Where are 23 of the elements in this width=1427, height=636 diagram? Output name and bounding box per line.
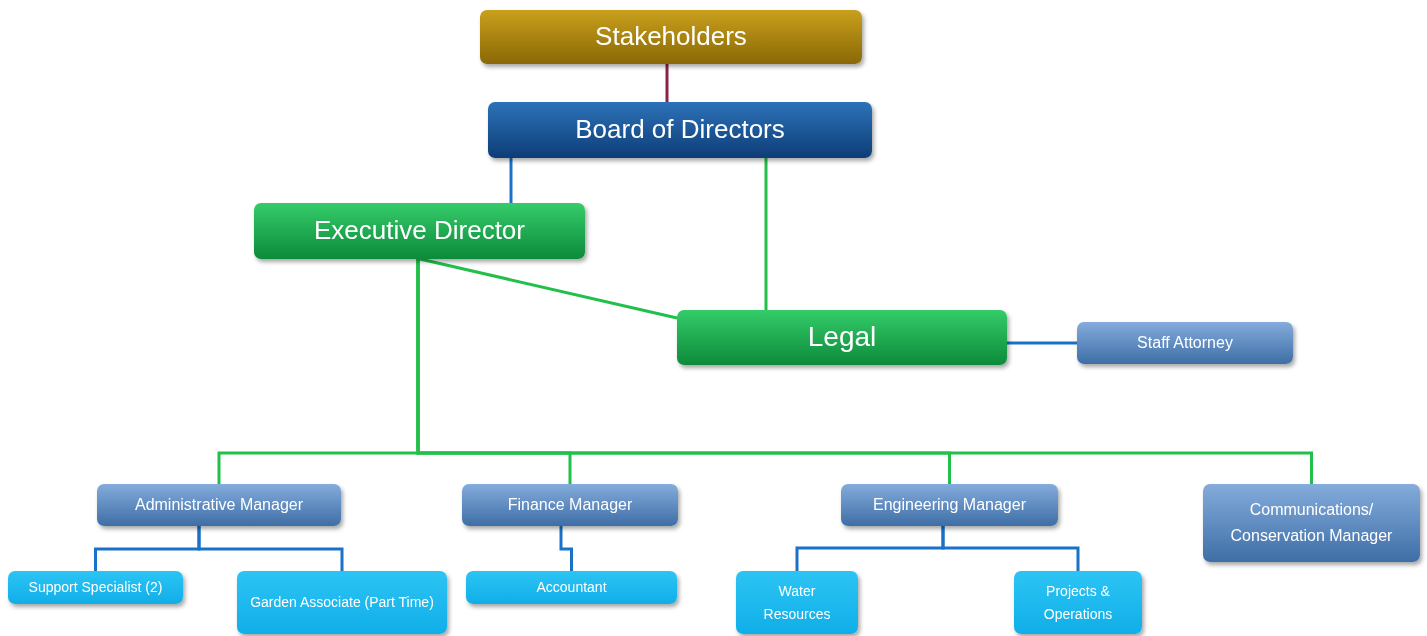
role-box: Garden Associate (Part Time) [237, 571, 447, 634]
role-box: Support Specialist (2) [8, 571, 183, 604]
connector-line [764, 158, 768, 310]
role-box: Water Resources [736, 571, 858, 634]
role-box: Projects & Operations [1014, 571, 1142, 634]
connector-line [509, 158, 513, 203]
connector-line [559, 526, 573, 571]
role-box: Administrative Manager [97, 484, 341, 526]
role-box: Legal [677, 310, 1007, 365]
role-box: Stakeholders [480, 10, 862, 64]
connector-line [1007, 341, 1077, 345]
connector-line [665, 64, 669, 102]
role-box: Engineering Manager [841, 484, 1058, 526]
role-box: Communications/ Conservation Manager [1203, 484, 1420, 562]
role-box: Accountant [466, 571, 677, 604]
connector-line [419, 257, 678, 320]
role-box: Finance Manager [462, 484, 678, 526]
role-box: Board of Directors [488, 102, 872, 158]
connector-line [197, 526, 344, 571]
connector-line [416, 259, 1313, 484]
connector-line [941, 526, 1080, 571]
role-box: Staff Attorney [1077, 322, 1293, 364]
role-box: Executive Director [254, 203, 585, 259]
